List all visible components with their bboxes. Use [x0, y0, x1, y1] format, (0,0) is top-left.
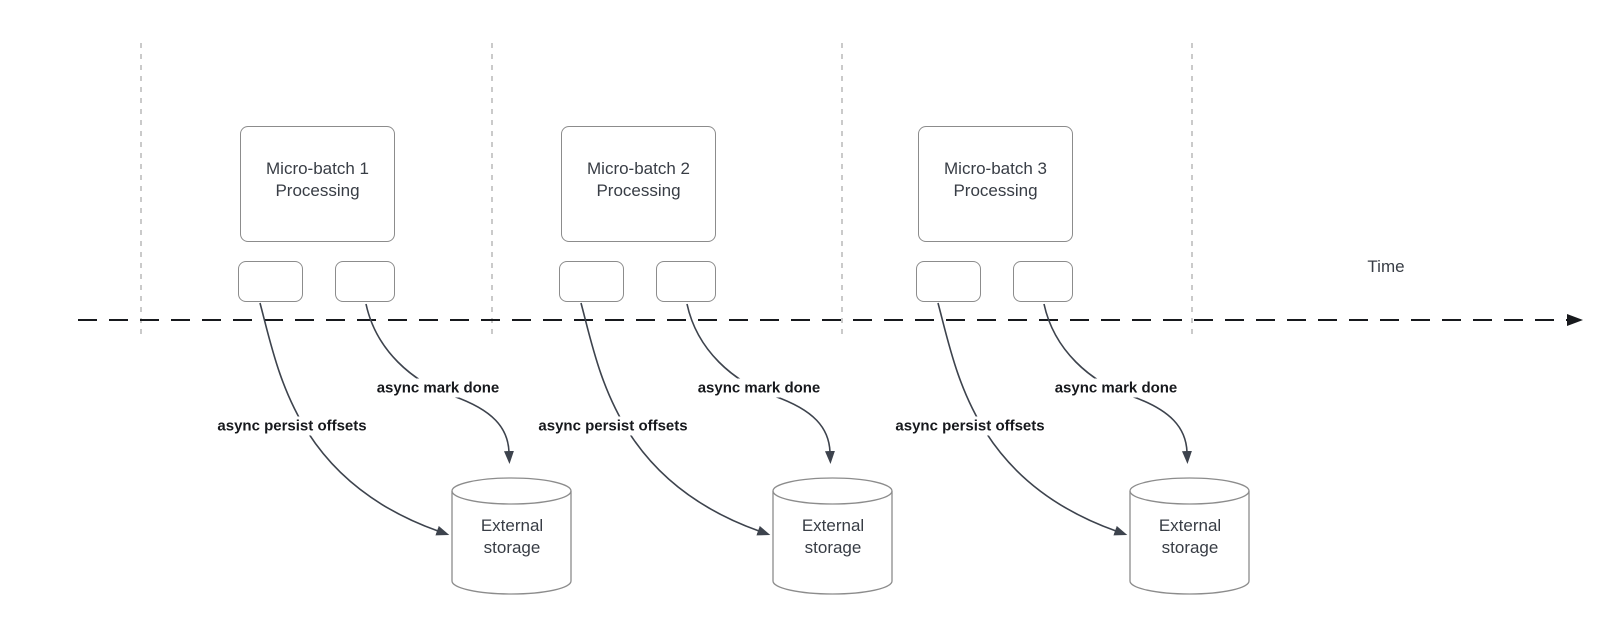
async-mark-done-label-1: async mark done: [373, 378, 503, 398]
micro-batch-2-processing-box: Micro-batch 2 Processing: [561, 126, 716, 242]
micro-batch-3-processing-box: Micro-batch 3 Processing: [918, 126, 1073, 242]
async-mark-done-label-3: async mark done: [1051, 378, 1181, 398]
async-mark-done-label-2: async mark done: [694, 378, 824, 398]
async-persist-offsets-label-2: async persist offsets: [535, 416, 691, 436]
external-storage-label-2: External storage: [801, 515, 865, 557]
external-storage-cylinder-1: [451, 477, 572, 595]
offset-box-3b: [1013, 261, 1073, 302]
time-axis-label: Time: [1367, 257, 1405, 276]
cylinder-top-rim: [451, 490, 572, 505]
cylinder-body: [772, 477, 893, 595]
offset-box-2a: [559, 261, 624, 302]
cylinder-body: [451, 477, 572, 595]
offset-box-3a: [916, 261, 981, 302]
external-storage-label-3: External storage: [1158, 515, 1222, 557]
micro-batch-group-2: Micro-batch 2 Processing async persist o…: [535, 0, 921, 642]
offset-box-1b: [335, 261, 395, 302]
external-storage-cylinder-2: [772, 477, 893, 595]
cylinder-body: [1129, 477, 1250, 595]
external-storage-label-1: External storage: [480, 515, 544, 557]
micro-batch-group-3: Micro-batch 3 Processing async persist o…: [892, 0, 1278, 642]
cylinder-top-rim: [1129, 490, 1250, 505]
micro-batch-group-1: Micro-batch 1 Processing async persist o…: [214, 0, 600, 642]
micro-batch-1-processing-box: Micro-batch 1 Processing: [240, 126, 395, 242]
async-persist-offsets-label-3: async persist offsets: [892, 416, 1048, 436]
external-storage-cylinder-3: [1129, 477, 1250, 595]
async-persist-offsets-label-1: async persist offsets: [214, 416, 370, 436]
offset-box-1a: [238, 261, 303, 302]
cylinder-top-rim: [772, 490, 893, 505]
offset-box-2b: [656, 261, 716, 302]
